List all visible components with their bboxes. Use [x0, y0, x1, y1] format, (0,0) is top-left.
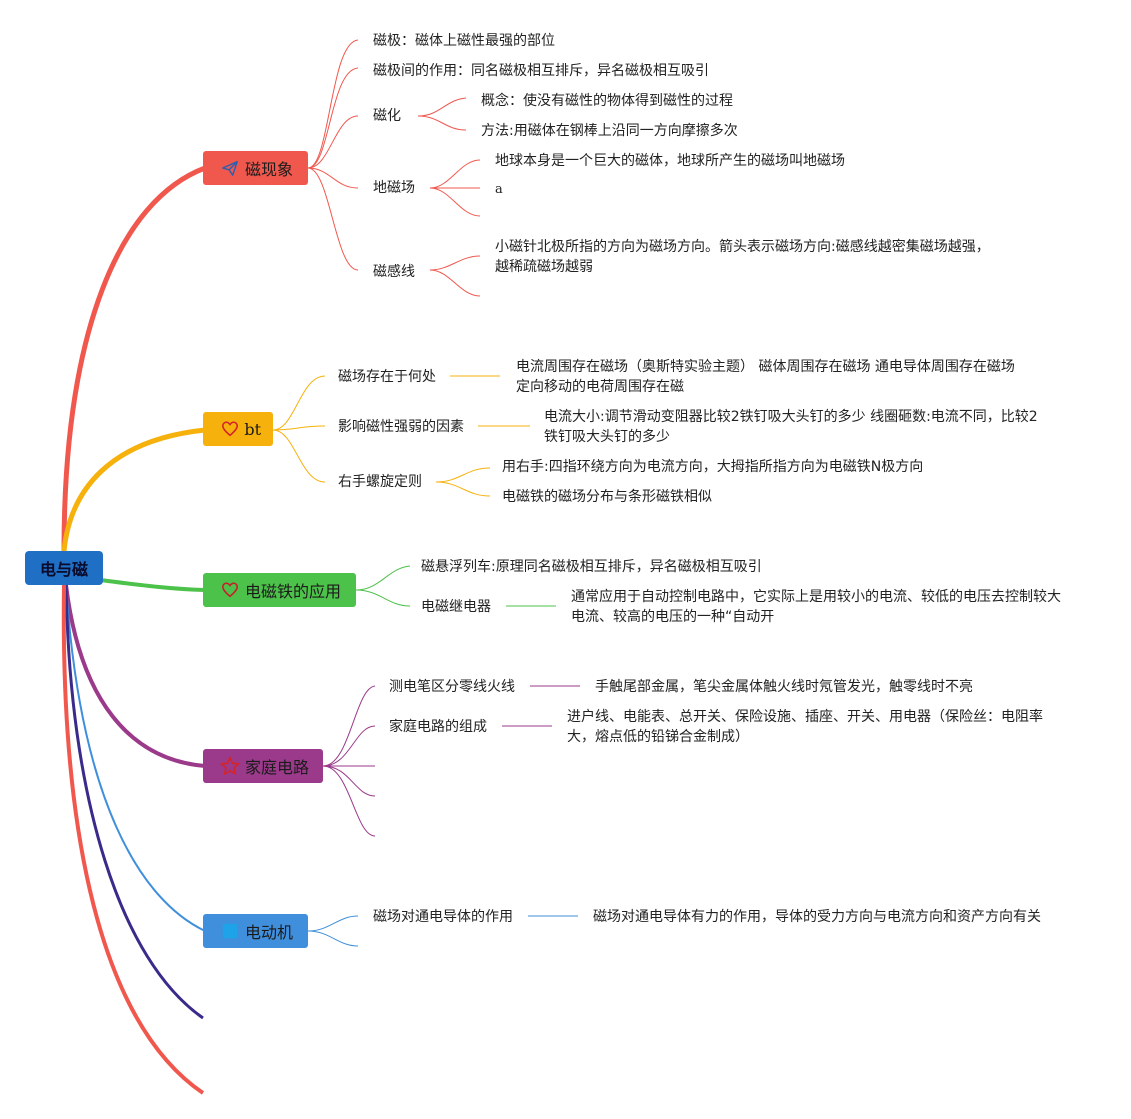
subtopic-right-hand-rule[interactable]: 右手螺旋定则	[338, 474, 422, 490]
leaf-relay-desc[interactable]: 通常应用于自动控制电路中，它实际上是用较小的电流、较低的电压去控制较大电流、较高…	[571, 589, 1061, 625]
subtopic-field-lines[interactable]: 磁感线	[373, 264, 415, 280]
root-topic[interactable]: 电与磁	[25, 551, 103, 585]
leaf-geomagnetic-definition[interactable]: 地球本身是一个巨大的磁体，地球所产生的磁场叫地磁场	[495, 153, 845, 169]
topic-motor[interactable]: 电动机	[203, 914, 308, 948]
leaf-magnetization-method[interactable]: 方法:用磁体在钢棒上沿同一方向摩擦多次	[481, 123, 738, 139]
subtopic-magnetic-pole[interactable]: 磁极：磁体上磁性最强的部位	[373, 33, 555, 49]
root-to-motor	[65, 584, 206, 932]
paper-plane-icon	[219, 157, 241, 179]
leaf-force-on-conductor[interactable]: 磁场对通电导体有力的作用，导体的受力方向与电流方向和资产方向有关	[593, 909, 1041, 925]
subtopic-maglev-train[interactable]: 磁悬浮列车:原理同名磁极相互排斥，异名磁极相互吸引	[421, 559, 762, 575]
root-to-household	[64, 584, 206, 768]
subtopic-where-field-exists[interactable]: 磁场存在于何处	[338, 369, 436, 385]
root-to-bt	[61, 427, 206, 552]
topic-household[interactable]: 家庭电路	[203, 749, 323, 783]
topic-label: 家庭电路	[245, 758, 310, 777]
topic-label: 磁现象	[245, 160, 294, 179]
topic-electromagnet[interactable]: 电磁铁的应用	[203, 573, 356, 607]
leaf-magnetization-concept[interactable]: 概念：使没有磁性的物体得到磁性的过程	[481, 93, 733, 109]
root-to-extra-2	[61, 584, 205, 1095]
root-to-electromagnet	[99, 578, 206, 592]
subtopic-force-on-conductor[interactable]: 磁场对通电导体的作用	[373, 909, 513, 925]
leaf-electromagnet-field[interactable]: 电磁铁的磁场分布与条形磁铁相似	[502, 489, 712, 505]
leaf-where-field-exists[interactable]: 电流周围存在磁场（奥斯特实验主题） 磁体周围存在磁场 通电导体周围存在磁场 定向…	[516, 359, 1015, 395]
star-icon	[219, 755, 241, 777]
leaf-household-components[interactable]: 进户线、电能表、总开关、保险设施、插座、开关、用电器（保险丝：电阻率大，熔点低的…	[567, 709, 1043, 745]
square-icon	[219, 920, 241, 942]
subtopic-magnetization[interactable]: 磁化	[373, 108, 401, 124]
topic-bt[interactable]: bt	[203, 412, 273, 446]
topic-label: bt	[244, 419, 261, 439]
root-to-extra-1	[64, 584, 204, 1020]
subtopic-test-pen[interactable]: 测电笔区分零线火线	[389, 679, 515, 695]
heart-icon	[219, 418, 240, 440]
subtopic-household-components[interactable]: 家庭电路的组成	[389, 719, 487, 735]
topic-magnetism[interactable]: 磁现象	[203, 151, 308, 185]
subtopic-relay[interactable]: 电磁继电器	[421, 599, 491, 615]
leaf-right-hand-rule[interactable]: 用右手:四指环绕方向为电流方向，大拇指所指方向为电磁铁N极方向	[502, 459, 924, 475]
topic-label: 电动机	[245, 923, 294, 942]
subtopic-geomagnetic-field[interactable]: 地磁场	[373, 180, 415, 196]
heart-icon	[219, 579, 241, 601]
leaf-geomagnetic-a[interactable]: a	[495, 182, 503, 197]
leaf-test-pen[interactable]: 手触尾部金属，笔尖金属体触火线时氖管发光，触零线时不亮	[595, 679, 973, 695]
subtopic-pole-interaction[interactable]: 磁极间的作用：同名磁极相互排斥，异名磁极相互吸引	[373, 63, 709, 79]
topic-label: 电磁铁的应用	[245, 582, 342, 601]
subtopic-strength-factors[interactable]: 影响磁性强弱的因素	[338, 419, 464, 435]
root-label: 电与磁	[39, 560, 88, 579]
root-to-magnetism	[61, 165, 206, 552]
leaf-field-lines-desc[interactable]: 小磁针北极所指的方向为磁场方向。箭头表示磁场方向:磁感线越密集磁场越强，越稀疏磁…	[495, 239, 990, 275]
leaf-strength-factors[interactable]: 电流大小:调节滑动变阻器比较2铁钉吸大头钉的多少 线圈砸数:电流不同，比较2铁钉…	[544, 409, 1038, 445]
